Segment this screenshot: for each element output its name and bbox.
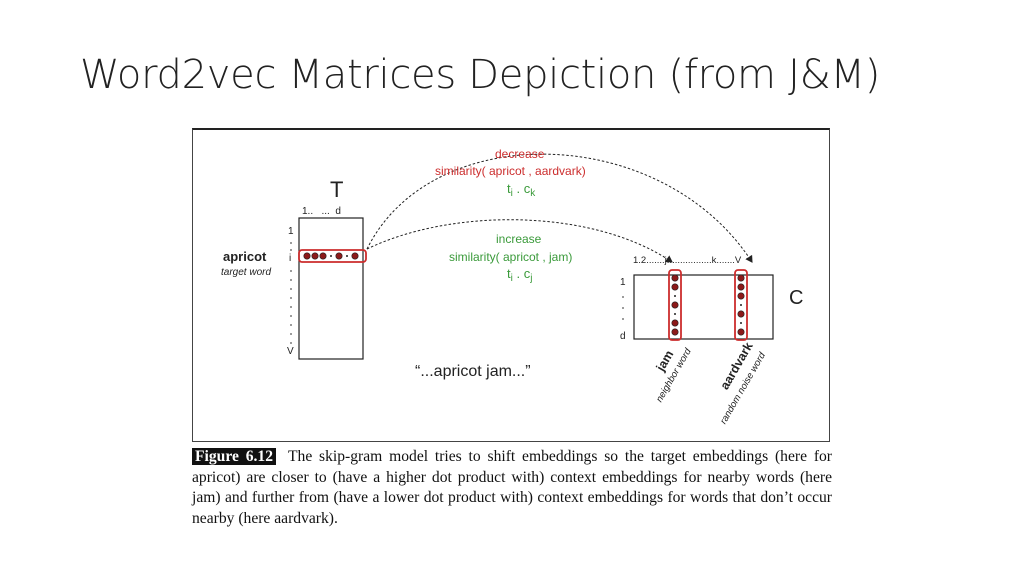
decrease-arrow: [366, 153, 753, 263]
target-word-subtitle: target word: [221, 267, 271, 278]
matrix-c: [633, 274, 774, 340]
matrix-t-row-top: 1: [288, 226, 294, 237]
decrease-formula: similarity( apricot , aardvark): [435, 164, 586, 178]
increase-dot-product: ti . cj: [507, 266, 532, 284]
decrease-label: decrease: [495, 147, 545, 161]
matrix-c-label: C: [789, 287, 803, 309]
matrix-t-row-bottom: V: [287, 346, 294, 357]
word2vec-diagram: T 1.. ... d 1 i V apricot target word de…: [221, 147, 803, 426]
context-embedding-aardvark: [734, 269, 748, 341]
decrease-dot-product: ti . ck: [507, 181, 536, 199]
slide-title: Word2vec Matrices Depiction (from J&M): [80, 52, 881, 98]
matrix-c-row-top: 1: [620, 277, 626, 288]
matrix-t-row-i: i: [289, 253, 291, 264]
matrix-t-col-labels: 1.. ... d: [302, 206, 341, 217]
matrix-c-row-bottom: d: [620, 331, 626, 342]
figure-label: Figure 6.12: [192, 448, 276, 465]
matrix-t-label: T: [330, 177, 343, 202]
target-embedding-row: [298, 249, 367, 263]
increase-formula: similarity( apricot , jam): [449, 250, 572, 264]
target-word: apricot: [223, 249, 267, 264]
matrix-c-top-labels: 1.2.......j.................k.......V: [633, 255, 742, 266]
increase-label: increase: [496, 232, 542, 246]
increase-arrow: [366, 219, 673, 263]
figure-frame: [192, 128, 830, 442]
context-embedding-jam: [668, 269, 682, 341]
matrix-t: [298, 217, 364, 360]
matrix-t-row-dots: [290, 242, 292, 344]
caption-text: The skip-gram model tries to shift embed…: [192, 448, 833, 527]
matrix-c-row-dots: [622, 296, 624, 320]
context-quote: “...apricot jam...”: [415, 363, 531, 380]
